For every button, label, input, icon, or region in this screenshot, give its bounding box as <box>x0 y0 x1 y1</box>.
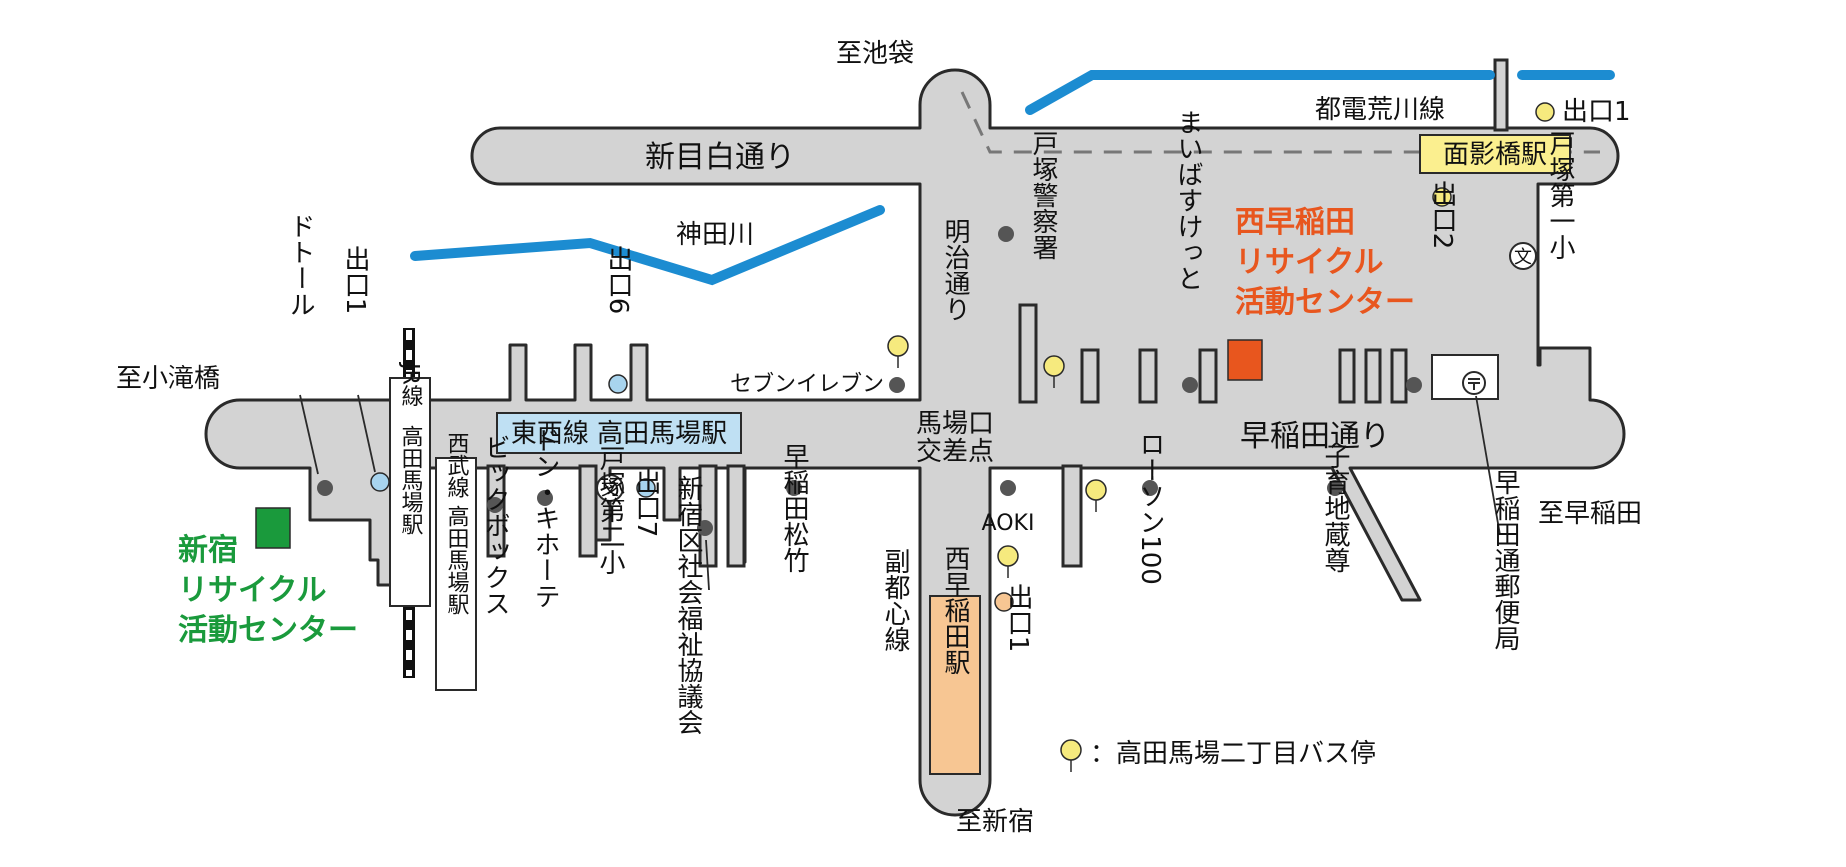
jr-station-box <box>389 377 431 607</box>
railway-label-seibu: 西武線 <box>444 432 470 498</box>
direction-label-shinjuku: 至新宿 <box>956 807 1034 837</box>
road-label-meiji: 明治通り <box>940 218 970 322</box>
landmark-label-maibasuketto: まいばすけっと <box>1173 109 1203 291</box>
railway-label-fukutoshin: 副都心線 <box>880 548 910 652</box>
station-label-tozai: 東西線 高田馬場駅 <box>511 419 727 449</box>
road-label-shinmejiro: 新目白通り <box>645 140 795 175</box>
bus-stop-icon <box>1043 355 1065 388</box>
railway-label-jr-station: 高田馬場駅 <box>398 425 424 535</box>
landmark-label-jizo: 子育地蔵尊 <box>1320 443 1350 573</box>
nishiwaseda-center-label: 西早稲田 リサイクル 活動センター <box>1235 205 1415 320</box>
exit-label-nishiwaseda-1: 出口1 <box>1003 584 1033 653</box>
bus-stop-icon <box>887 335 909 368</box>
rivers <box>410 70 1615 286</box>
landmark-label-totsuka-daini: 戸塚第二小 <box>595 445 625 575</box>
landmark-dot-icon <box>1406 377 1422 393</box>
exit-markers <box>370 102 1555 612</box>
landmark-dot-icon <box>889 377 905 393</box>
station-boxes <box>389 134 1571 775</box>
landmark-dot-icon <box>1327 480 1343 496</box>
tozai-station-box <box>496 412 742 454</box>
school-icon: 文 <box>596 474 624 502</box>
svg-text:リサイクル: リサイクル <box>178 573 327 608</box>
exit-label-tozai-7: 出口7 <box>631 469 661 538</box>
shinjuku-center-label: 新宿 リサイクル 活動センター <box>178 533 358 648</box>
landmark-label-bic-box: ビックボックス <box>480 434 510 616</box>
shinjuku-center-marker <box>255 507 291 549</box>
railway-label-jr: JR線 <box>398 361 424 407</box>
school-icons: 文 文 <box>596 242 1537 502</box>
svg-text:活動センター: 活動センター <box>178 613 358 648</box>
landmark-dot-icon <box>786 480 802 496</box>
landmark-dot-icon <box>1142 480 1158 496</box>
bus-stop-icon <box>1060 739 1082 772</box>
landmark-dots <box>317 226 1422 536</box>
bus-stops <box>887 335 1107 772</box>
landmark-label-seven-eleven: セブンイレブン <box>730 372 884 397</box>
road-network <box>204 68 1626 817</box>
nishiwaseda-station-box <box>929 595 981 775</box>
landmark-label-doutor: ドトール <box>285 213 315 317</box>
svg-text:文: 文 <box>1514 247 1532 268</box>
svg-text:新宿: 新宿 <box>178 533 238 568</box>
svg-text:文: 文 <box>601 479 619 500</box>
landmark-label-totsuka-daiichi: 戸塚第一小 <box>1545 130 1575 260</box>
railway-label-toden: 都電荒川線 <box>1315 95 1445 125</box>
railway-label-seibu-station: 高田馬場駅 <box>444 505 470 615</box>
exit-label-toden-1: 出口1 <box>1562 97 1631 127</box>
road-label-waseda: 早稲田通り <box>1240 419 1390 454</box>
landmark-label-aoki: AOKI <box>982 511 1035 536</box>
landmark-dot-icon <box>487 497 503 513</box>
exit-marker-icon <box>994 592 1014 612</box>
landmark-dot-icon <box>697 520 713 536</box>
landmark-label-lawson: ローソン100 <box>1135 431 1165 585</box>
toden-line-river <box>1025 70 1495 115</box>
landmark-dot-icon <box>537 490 553 506</box>
pointer-lines <box>299 394 1501 591</box>
road-main <box>204 68 1626 817</box>
river-label-kanda: 神田川 <box>676 220 754 250</box>
post-office-icon <box>1462 371 1486 395</box>
nishiwaseda-center-marker <box>1227 339 1263 381</box>
landmark-dot-icon <box>317 480 333 496</box>
legend-bus-stop: ：高田馬場二丁目バス停 <box>1090 739 1376 769</box>
landmark-dot-icon <box>1000 480 1016 496</box>
exit-marker-icon <box>608 374 628 394</box>
station-label-nishiwaseda: 西早稲田駅 <box>940 545 970 675</box>
landmark-label-post-office: 早稲田通郵便局 <box>1490 469 1520 651</box>
landmark-label-shakyo: 新宿区社会福祉協議会 <box>673 475 703 735</box>
intersection-label-1: 馬場口 <box>916 409 994 439</box>
landmark-label-police: 戸塚警察署 <box>1028 130 1058 260</box>
bus-stop-icon <box>997 545 1019 578</box>
landmark-dot-icon <box>998 226 1014 242</box>
svg-text:リサイクル: リサイクル <box>1235 245 1384 280</box>
exit-label-tozai-6: 出口6 <box>603 246 633 315</box>
svg-text:西早稲田: 西早稲田 <box>1235 205 1355 240</box>
kanda-river <box>410 205 885 286</box>
svg-text:活動センター: 活動センター <box>1235 285 1415 320</box>
direction-label-waseda: 至早稲田 <box>1538 499 1642 529</box>
exit-label-toden-2: 出口2 <box>1427 181 1457 250</box>
direction-label-kotakibashi: 至小滝橋 <box>116 364 220 394</box>
landmark-label-donki: ドン・キホーテ <box>530 427 560 609</box>
seibu-station-box <box>435 457 477 691</box>
exit-marker-icon <box>370 472 390 492</box>
station-label-omokagebashi: 面影橋駅 <box>1443 140 1547 170</box>
direction-label-ikebukuro: 至池袋 <box>836 39 914 69</box>
omokagebashi-station-box <box>1419 134 1571 174</box>
bus-stop-icon <box>1085 479 1107 512</box>
landmark-label-matsutake: 早稲田松竹 <box>779 443 809 573</box>
intersection-label-2: 交差点 <box>916 437 994 467</box>
school-icon: 文 <box>1509 242 1537 270</box>
exit-label-tozai-1: 出口1 <box>340 246 370 315</box>
exit-marker-icon <box>636 478 656 498</box>
toden-arakawa-track <box>960 91 1600 154</box>
landmark-dot-icon <box>1182 377 1198 393</box>
exit-marker-icon <box>1432 187 1452 207</box>
exit-marker-icon <box>1535 102 1555 122</box>
